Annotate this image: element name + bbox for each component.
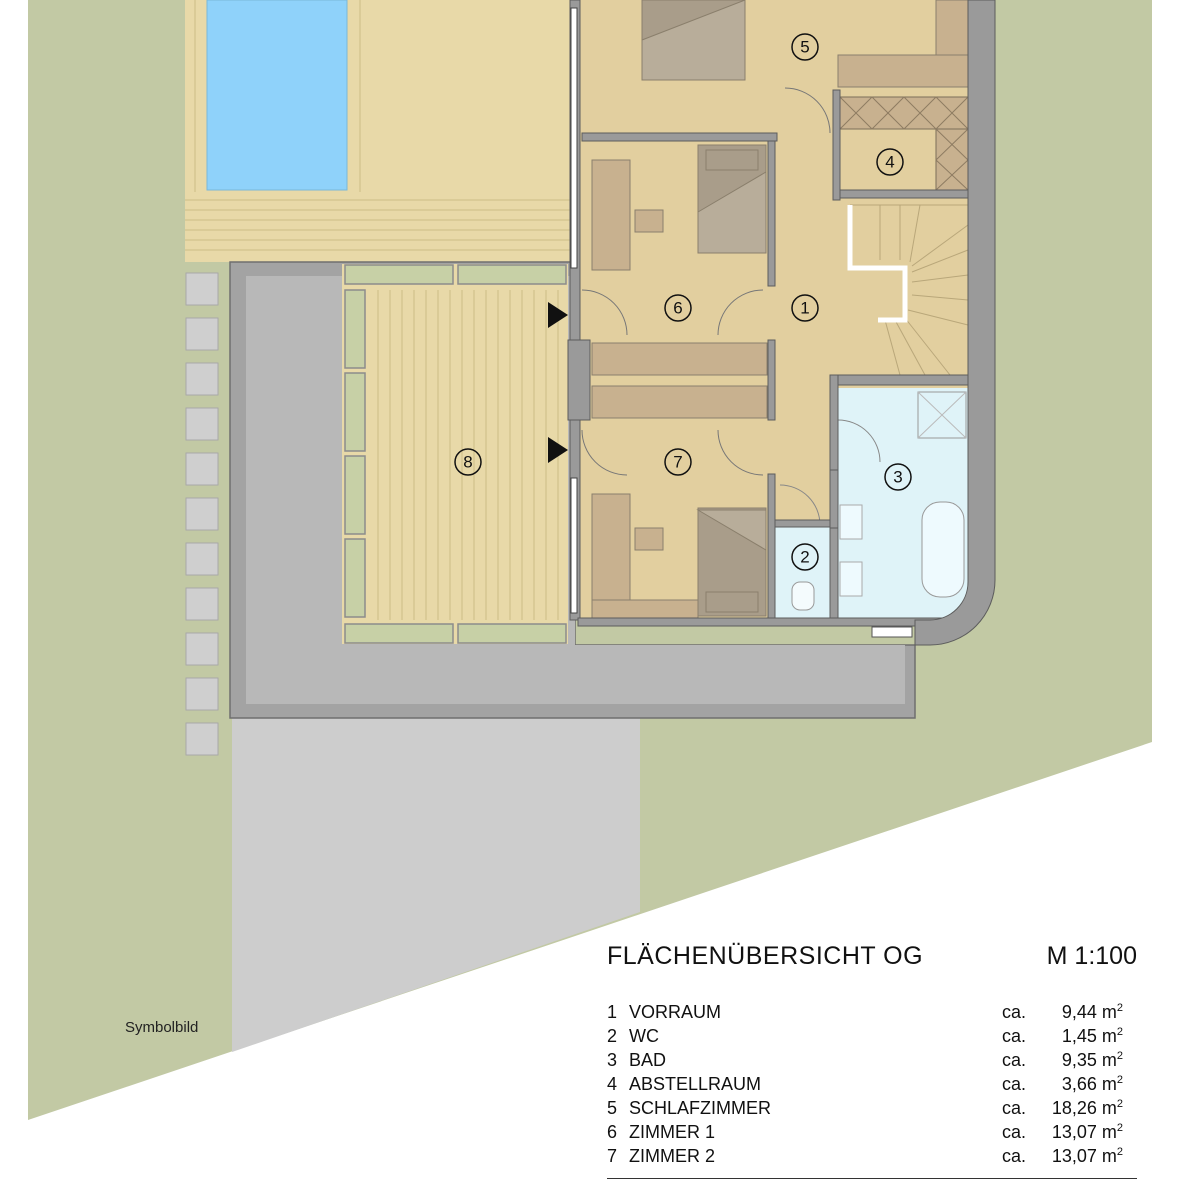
room-area: 9,35 m2	[1061, 1050, 1123, 1070]
svg-text:5: 5	[800, 38, 809, 57]
summary-title: FLÄCHENÜBERSICHT OG	[607, 942, 924, 970]
area-summary: FLÄCHENÜBERSICHT OG M 1:100 1 VORRAUM ca…	[607, 938, 1137, 1179]
svg-text:6: 6	[673, 299, 682, 318]
room-name: WC	[629, 1026, 659, 1046]
table-row: 6 ZIMMER 1 ca. 13,07 m2	[607, 1122, 1137, 1146]
facade-windows	[570, 7, 578, 614]
room-name: VORRAUM	[629, 1002, 722, 1022]
svg-text:7: 7	[673, 453, 682, 472]
summary-header: FLÄCHENÜBERSICHT OG M 1:100	[607, 938, 1137, 978]
row-number: 5	[607, 1098, 618, 1118]
room-area: 13,07 m2	[1051, 1146, 1123, 1166]
room-area: 9,44 m2	[1061, 1002, 1123, 1022]
planters	[344, 264, 567, 644]
room-name: ABSTELLRAUM	[629, 1074, 762, 1094]
room-name: SCHLAFZIMMER	[629, 1098, 772, 1118]
row-number: 2	[607, 1026, 618, 1046]
room-marker-3: 3	[884, 463, 912, 491]
bathroom	[837, 388, 968, 620]
room-marker-1: 1	[791, 294, 819, 322]
driveway	[232, 718, 640, 1052]
room-marker-2: 2	[791, 543, 819, 571]
table-row: 1 VORRAUM ca. 9,44 m2	[607, 1002, 1137, 1026]
room-marker-5: 5	[791, 33, 819, 61]
scale-label: M 1:100	[1046, 942, 1137, 970]
row-number: 4	[607, 1074, 618, 1094]
area-table: 1 VORRAUM ca. 9,44 m2 2 WC ca. 1,45 m2 3…	[607, 1002, 1137, 1170]
room-area: 1,45 m2	[1061, 1026, 1123, 1046]
room-marker-6: 6	[664, 294, 692, 322]
entry-arrow-icon	[548, 302, 568, 328]
svg-text:1: 1	[800, 299, 809, 318]
window-bath	[871, 626, 913, 638]
storage-room	[839, 96, 969, 191]
approx-label: ca.	[1002, 1074, 1027, 1094]
approx-label: ca.	[1002, 1122, 1027, 1142]
row-number: 7	[607, 1146, 618, 1166]
approx-label: ca.	[1002, 1026, 1027, 1046]
room-marker-8: 8	[454, 448, 482, 476]
row-number: 1	[607, 1002, 618, 1022]
room-area: 3,66 m2	[1061, 1074, 1123, 1094]
approx-label: ca.	[1002, 1146, 1027, 1166]
room-marker-4: 4	[876, 148, 904, 176]
svg-text:8: 8	[463, 453, 472, 472]
entry-arrow-icons	[548, 302, 568, 463]
room-7-furniture	[591, 493, 767, 621]
symbol-image-label: Symbolbild	[125, 1019, 198, 1036]
room-name: ZIMMER 1	[629, 1122, 716, 1142]
door-swings	[581, 87, 831, 476]
table-row: 3 BAD ca. 9,35 m2	[607, 1050, 1137, 1074]
table-row: 5 SCHLAFZIMMER ca. 18,26 m2	[607, 1098, 1137, 1122]
walls	[567, 0, 996, 646]
table-row: 4 ABSTELLRAUM ca. 3,66 m2	[607, 1074, 1137, 1098]
row-number: 6	[607, 1122, 618, 1142]
row-number: 3	[607, 1050, 618, 1070]
stepping-stones	[185, 272, 219, 756]
bedroom-furniture	[641, 0, 969, 88]
pool-water	[206, 0, 348, 191]
svg-text:3: 3	[893, 468, 902, 487]
svg-text:4: 4	[885, 153, 894, 172]
room-6-furniture	[591, 144, 768, 419]
room-name: ZIMMER 2	[629, 1146, 716, 1166]
entry-arrow-icon	[548, 437, 568, 463]
table-row: 7 ZIMMER 2 ca. 13,07 m2	[607, 1146, 1137, 1170]
terrace-deck	[342, 264, 568, 644]
room-area: 13,07 m2	[1051, 1122, 1123, 1142]
table-row: 2 WC ca. 1,45 m2	[607, 1026, 1137, 1050]
approx-label: ca.	[1002, 1002, 1027, 1022]
svg-text:2: 2	[800, 548, 809, 567]
summary-divider	[607, 1178, 1137, 1179]
approx-label: ca.	[1002, 1050, 1027, 1070]
room-marker-7: 7	[664, 448, 692, 476]
room-area: 18,26 m2	[1051, 1098, 1123, 1118]
wc-room	[775, 484, 830, 620]
approx-label: ca.	[1002, 1098, 1027, 1118]
room-name: BAD	[629, 1050, 667, 1070]
